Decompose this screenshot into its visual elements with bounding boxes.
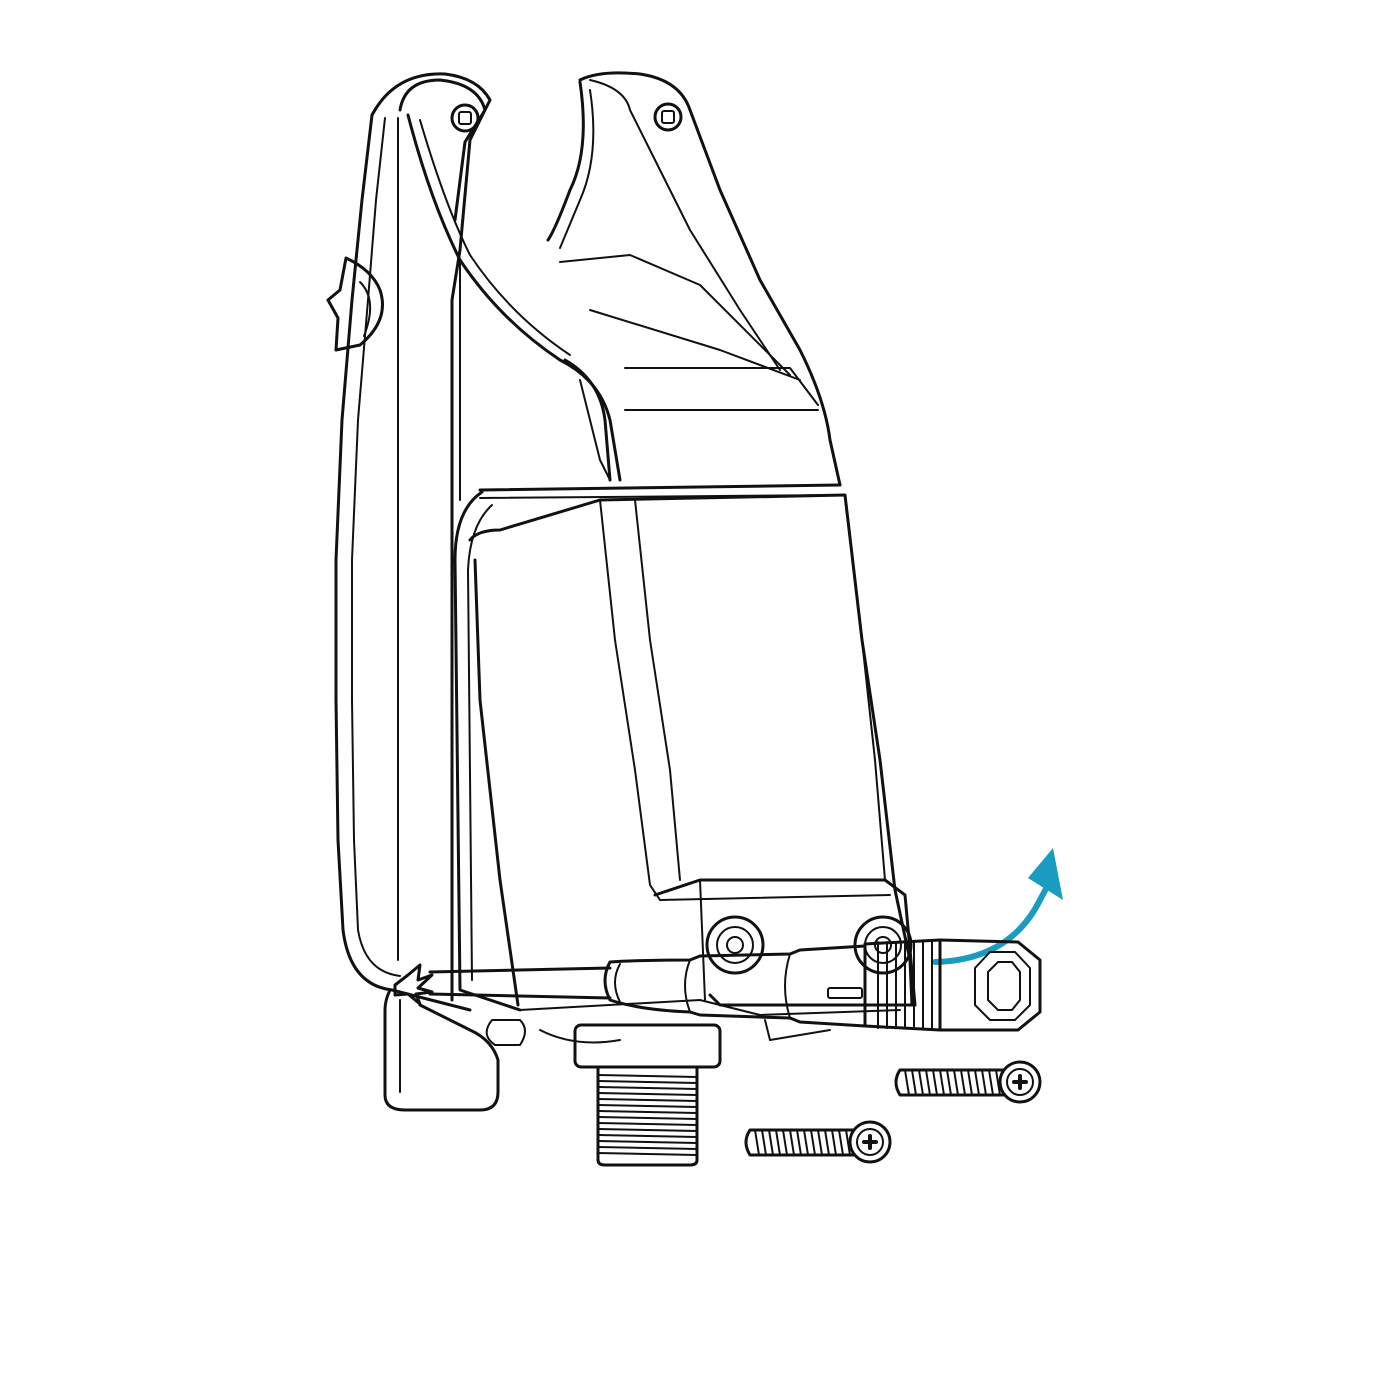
screw-thread (960, 1069, 966, 1096)
thread-line (597, 1140, 698, 1144)
thread-line (597, 1098, 698, 1102)
screw-thread (918, 1069, 924, 1096)
screw-thread (845, 1129, 851, 1156)
top-screw-right (653, 102, 683, 132)
remove-arrow-icon (932, 848, 1063, 965)
screw-thread (946, 1069, 952, 1096)
screw-thread (775, 1129, 781, 1156)
screw-thread (831, 1129, 837, 1156)
screw-thread (988, 1069, 994, 1096)
screw-thread (995, 1069, 1001, 1096)
side-knob (326, 256, 384, 352)
screw-thread (761, 1129, 767, 1156)
screw-lower (744, 1120, 892, 1164)
screw-thread (768, 1129, 774, 1156)
screwdriver-icon (393, 938, 1042, 1032)
screw-thread (810, 1129, 816, 1156)
top-screw-left (450, 103, 480, 133)
socket-left (705, 915, 765, 975)
screw-thread (967, 1069, 973, 1096)
thread-line (597, 1152, 698, 1156)
battery-cover (453, 490, 917, 1041)
thread-line (597, 1128, 698, 1132)
screw-thread (911, 1069, 917, 1096)
screw-thread (817, 1129, 823, 1156)
thread-line (597, 1110, 698, 1114)
thread-line (597, 1086, 698, 1090)
screw-thread (803, 1129, 809, 1156)
thread-line (597, 1092, 698, 1096)
screw-thread (953, 1069, 959, 1096)
screw-upper (894, 1060, 1042, 1104)
threaded-mount (539, 1023, 722, 1167)
thread-line (597, 1080, 698, 1084)
housing-foot (383, 988, 526, 1112)
screw-thread (925, 1069, 931, 1096)
thread-line (597, 1104, 698, 1108)
screw-thread (904, 1069, 910, 1096)
screw-thread (754, 1129, 760, 1156)
slot-indicator (827, 987, 863, 999)
screw-thread (824, 1129, 830, 1156)
thread-line (597, 1116, 698, 1120)
screw-thread (838, 1129, 844, 1156)
screw-thread (939, 1069, 945, 1096)
screw-thread (789, 1129, 795, 1156)
thread-line (597, 1134, 698, 1138)
thread-line (597, 1146, 698, 1150)
screw-thread (796, 1129, 802, 1156)
screw-thread (981, 1069, 987, 1096)
bite-alarm-body (326, 71, 846, 1012)
screw-thread (974, 1069, 980, 1096)
thread-line (597, 1122, 698, 1126)
thread-line (597, 1074, 698, 1078)
screw-thread (782, 1129, 788, 1156)
screw-thread (932, 1069, 938, 1096)
